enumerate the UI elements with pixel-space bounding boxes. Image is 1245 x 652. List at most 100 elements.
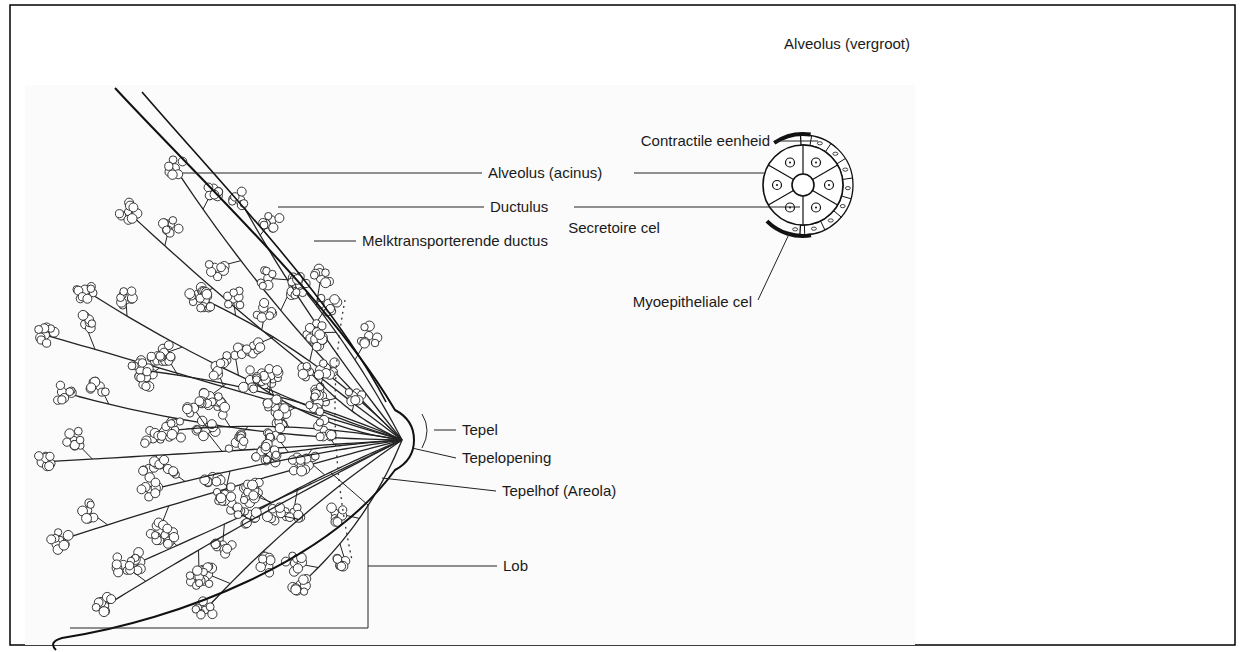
acinus-cluster [127, 287, 135, 295]
cell-nucleus [840, 205, 845, 208]
myoepithelial-cell [804, 225, 805, 235]
nucleolus [815, 161, 817, 163]
acinus-cluster [58, 396, 66, 404]
acinus-cluster [303, 362, 310, 369]
acinus-cluster [92, 603, 100, 611]
milk-duct [105, 440, 402, 606]
cell-nucleus [845, 187, 850, 190]
leader-line [368, 566, 497, 567]
acinus-cluster [247, 480, 257, 490]
acinus-cluster [165, 162, 173, 170]
acinus-cluster [194, 426, 201, 433]
acinus-cluster [112, 560, 121, 569]
acinus-cluster [47, 535, 56, 544]
cell-nucleus [812, 203, 821, 212]
acinus-cluster [312, 342, 321, 351]
acinus-cluster [137, 485, 146, 494]
leader-line [412, 448, 456, 458]
leader-line [434, 430, 456, 431]
acinus-cluster [319, 360, 327, 368]
acinus-cluster [253, 374, 261, 382]
acinus-cluster [240, 437, 248, 445]
breast-outline [53, 88, 414, 650]
areola-boundary [335, 300, 352, 560]
acinus-cluster [259, 282, 266, 289]
acinus-cluster [35, 452, 44, 461]
acinus-cluster [174, 224, 183, 233]
acinus-cluster [316, 419, 323, 426]
acinus-cluster [249, 491, 258, 500]
part-label: Lob [503, 557, 528, 575]
acinus-cluster [99, 607, 109, 617]
nucleolus [815, 207, 817, 209]
acinus-cluster [333, 554, 341, 562]
milk-duct [300, 440, 402, 585]
nucleolus [828, 184, 830, 186]
acinus-cluster [45, 462, 54, 471]
acinus-cluster [246, 366, 254, 374]
illustration-ground [25, 85, 915, 645]
acinus-cluster [205, 261, 213, 269]
acinus-cluster [107, 595, 116, 604]
cell-nucleus [828, 219, 833, 222]
acinus-cluster [87, 501, 94, 508]
acinus-cluster [216, 359, 224, 367]
enlarged-alveolus [763, 132, 853, 238]
leader-line [634, 173, 764, 174]
cell-wall [768, 191, 793, 206]
acinus-cluster [185, 289, 195, 299]
acinus-cluster [167, 420, 175, 428]
acinus-cluster [265, 212, 272, 219]
cell-nucleus [833, 152, 838, 155]
acinus-cluster [209, 371, 218, 380]
leader-line [314, 241, 356, 242]
acinus-cluster [360, 339, 369, 348]
acinus-cluster [138, 359, 146, 367]
acinus-cluster [139, 466, 148, 475]
acinus-cluster [207, 267, 216, 276]
acinus-cluster [227, 483, 235, 491]
milk-duct [270, 440, 402, 455]
acinus-cluster [87, 383, 96, 392]
acinus-cluster [147, 352, 155, 360]
acinus-cluster [371, 339, 379, 347]
acinus-cluster [230, 289, 238, 297]
leader-lines [70, 141, 818, 628]
acinus-cluster [277, 434, 285, 442]
acinus-cluster [223, 544, 232, 553]
acinus-cluster [314, 370, 323, 379]
acinus-cluster [78, 310, 88, 320]
acinus-cluster [269, 270, 276, 277]
acinus-cluster [87, 285, 94, 292]
acinus-cluster [322, 269, 330, 277]
acinus-cluster [43, 339, 51, 347]
acinus-cluster [330, 358, 339, 367]
secretory-ring [763, 145, 843, 225]
cell-wall [813, 165, 838, 180]
acinus-cluster [83, 294, 92, 303]
acinus-cluster [253, 376, 260, 383]
acinus-cluster [217, 263, 226, 272]
part-label: Melktransporterende ductus [362, 232, 548, 250]
acinus-cluster [163, 524, 172, 533]
myoepithelial-cell [837, 159, 845, 164]
acinus-cluster [166, 352, 174, 360]
acinus-cluster [76, 436, 84, 444]
ductule [164, 353, 178, 375]
acinus-cluster [125, 561, 133, 569]
milk-duct [140, 370, 402, 440]
cell-nucleus [773, 181, 782, 190]
acinus-cluster [141, 439, 149, 447]
acinus-cluster [263, 456, 270, 463]
cell-wall [802, 196, 803, 225]
acinus-cluster [63, 530, 73, 540]
milk-duct [205, 440, 402, 610]
acinus-cluster [196, 579, 203, 586]
acinus-cluster [129, 203, 138, 212]
cell-nucleus [793, 228, 798, 231]
ductule [355, 336, 369, 360]
myoepithelial-cell [841, 196, 851, 199]
acinus-cluster [327, 503, 337, 513]
